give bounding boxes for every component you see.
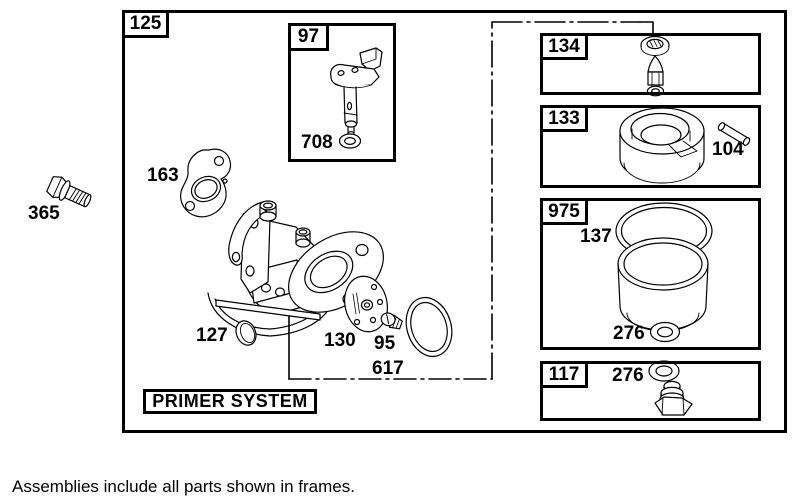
gasket-163-drawing <box>181 149 231 217</box>
frame-133 <box>540 105 761 188</box>
float-drawing <box>620 108 704 183</box>
frame-117-number: 117 <box>548 363 580 385</box>
carburetor-body-drawing <box>208 201 398 336</box>
part-label-276-nut: 276 <box>612 365 644 386</box>
part-label-104: 104 <box>712 139 744 160</box>
hinge-pin-104-drawing <box>717 122 751 147</box>
primer-plate-130-drawing <box>340 272 393 336</box>
screw-365-drawing <box>46 174 95 212</box>
washer-708-drawing <box>340 134 361 148</box>
frame-97 <box>288 23 396 162</box>
frame-97-number: 97 <box>297 26 320 47</box>
primer-system-box: PRIMER SYSTEM <box>143 389 317 414</box>
part-label-276-bowl: 276 <box>613 323 645 344</box>
main-frame-number: 125 <box>129 13 162 34</box>
assemblies-note: Assemblies include all parts shown in fr… <box>12 477 355 496</box>
needle-seat-drawing <box>641 37 669 56</box>
frame-117 <box>540 361 761 421</box>
primer-system-label: PRIMER SYSTEM <box>152 391 308 411</box>
frame-133-number: 133 <box>548 107 580 129</box>
frame-134 <box>540 33 761 95</box>
screw-95-drawing <box>379 311 403 331</box>
main-frame-125 <box>122 10 787 433</box>
part-label-127: 127 <box>196 325 228 346</box>
part-label-95: 95 <box>374 333 396 354</box>
frame-97-label: 97 <box>288 23 329 51</box>
frame-133-label: 133 <box>540 105 588 132</box>
oring-617-drawing <box>399 292 459 362</box>
part-label-137: 137 <box>580 226 612 247</box>
seal-127-drawing <box>233 318 260 348</box>
frame-975-number: 975 <box>548 200 580 222</box>
frame-134-number: 134 <box>548 35 580 57</box>
frame-975-label: 975 <box>540 198 588 225</box>
frame-975 <box>540 198 761 350</box>
assembly-connector-line <box>289 22 653 379</box>
part-label-708: 708 <box>301 132 333 153</box>
part-label-163: 163 <box>147 165 179 186</box>
washer-276-bowl-drawing <box>651 323 680 342</box>
bowl-nut-drawing <box>655 381 692 415</box>
part-label-130: 130 <box>324 330 356 351</box>
part-label-617: 617 <box>372 358 404 379</box>
frame-117-label: 117 <box>540 361 588 388</box>
frame-134-label: 134 <box>540 33 588 60</box>
main-frame-label: 125 <box>122 10 169 38</box>
part-label-365: 365 <box>28 203 60 224</box>
throttle-shaft-drawing <box>331 48 382 135</box>
washer-276-nut-drawing <box>649 361 679 381</box>
